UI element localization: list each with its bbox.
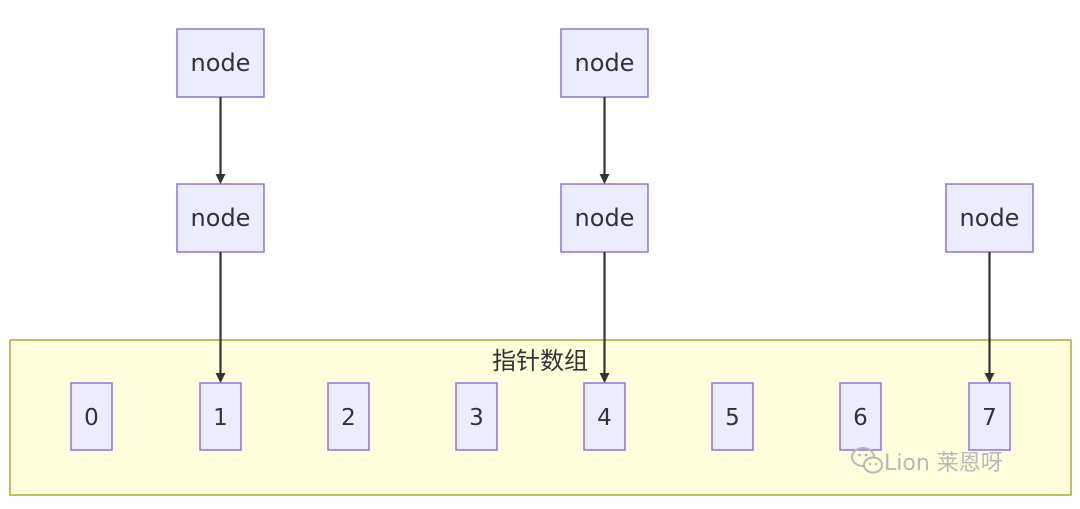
slot-label: 7: [982, 405, 997, 431]
slot-1: 1: [199, 382, 242, 451]
slot-box: [199, 382, 242, 451]
slot-6: 6: [839, 382, 882, 451]
wechat-icon: [851, 447, 883, 474]
slot-box: [70, 382, 113, 451]
node-rect: [945, 183, 1034, 253]
pointer-array-cluster: 指针数组: [9, 339, 1072, 496]
node-label: node: [191, 204, 251, 232]
slot-3: 3: [455, 382, 498, 451]
watermark: Lion 莱恩呀: [851, 447, 1003, 476]
slot-label: 0: [84, 405, 99, 431]
slot-label: 2: [341, 405, 356, 431]
cluster-box: [9, 339, 1072, 496]
chain-slot-7: node: [945, 183, 1034, 383]
slot-box: [583, 382, 626, 451]
slot-label: 3: [469, 405, 484, 431]
node-box: node: [560, 183, 649, 253]
slot-label: 4: [597, 405, 612, 431]
slot-box: [839, 382, 882, 451]
cluster-title: 指针数组: [492, 347, 588, 375]
slot-label: 1: [213, 405, 228, 431]
slot-box: [711, 382, 754, 451]
slot-box: [968, 382, 1011, 451]
slot-4: 4: [583, 382, 626, 451]
node-box: node: [176, 183, 265, 253]
slot-2: 2: [327, 382, 370, 451]
watermark-text: Lion 莱恩呀: [884, 451, 1003, 476]
node-rect: [560, 28, 649, 98]
node-label: node: [960, 204, 1020, 232]
node-rect: [560, 183, 649, 253]
chain-slot-4: node node: [560, 28, 649, 383]
node-rect: [176, 28, 265, 98]
slot-box: [455, 382, 498, 451]
node-label: node: [575, 204, 635, 232]
node-box: node: [176, 28, 265, 98]
node-box: node: [560, 28, 649, 98]
node-box: node: [945, 183, 1034, 253]
chain-slot-1: node node: [176, 28, 265, 383]
slot-label: 5: [725, 405, 740, 431]
slot-5: 5: [711, 382, 754, 451]
slot-box: [327, 382, 370, 451]
node-label: node: [191, 49, 251, 77]
slot-0: 0: [70, 382, 113, 451]
slot-label: 6: [853, 405, 868, 431]
node-label: node: [575, 49, 635, 77]
slot-7: 7: [968, 382, 1011, 451]
